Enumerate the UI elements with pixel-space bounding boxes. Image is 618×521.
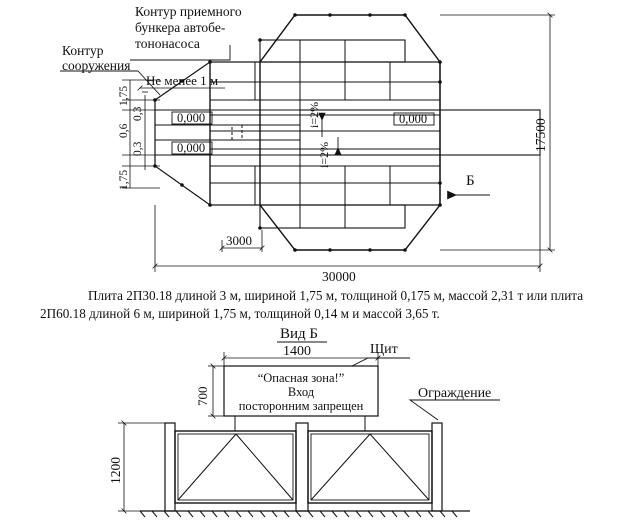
- view-arrow-label: Б: [466, 173, 475, 189]
- plan-view: [60, 12, 555, 272]
- bunker-leader: [130, 45, 231, 61]
- warning-sign: [223, 365, 379, 417]
- caption-line-1: Плита 2П30.18 длиной 3 м, шириной 1,75 м…: [88, 288, 584, 303]
- bunker-label-line1: Контур приемного: [135, 4, 242, 19]
- structure-label-line1: Контур: [62, 43, 104, 58]
- sign-text-line2: Вход: [288, 385, 315, 399]
- fence-label: Ограждение: [418, 386, 491, 401]
- caption: Плита 2П30.18 длиной 3 м, шириной 1,75 м…: [40, 287, 600, 323]
- level-box-1: [171, 111, 213, 125]
- dim-fence-height: 1200: [108, 457, 123, 484]
- bunker-pit: [231, 124, 243, 141]
- shield-label: Щит: [370, 342, 398, 357]
- bunker-label-line2: бункера автобе-: [135, 20, 226, 35]
- sign-text-line1: “Опасная зона!”: [258, 371, 345, 385]
- dim-width-part: 3000: [226, 233, 252, 248]
- level-mark-3: 0,000: [399, 112, 427, 126]
- dim-left-3: 0,6: [118, 123, 130, 138]
- structure-label-line2: сооружения: [62, 58, 130, 73]
- dim-sign-height: 700: [195, 387, 210, 407]
- level-box-3: [393, 112, 435, 126]
- sign-text-line3: посторонним запрещен: [239, 399, 364, 413]
- dim-width-total: 30000: [322, 269, 356, 284]
- slab-block: [209, 61, 441, 206]
- bunker-label-line3: тононасоса: [135, 36, 200, 51]
- dim-sign-width: 1400: [283, 344, 311, 359]
- level-mark-1: 0,000: [177, 111, 205, 125]
- dim-left-1: 1,75: [118, 86, 130, 106]
- slab-block-bottom: [259, 204, 406, 229]
- level-mark-2: 0,000: [177, 141, 205, 155]
- slab-block-top: [259, 39, 406, 63]
- structure-contour: [259, 14, 441, 251]
- plan-labels: Контур приемного бункера автобе- тононас…: [62, 4, 548, 284]
- fence-panel-left: [174, 430, 297, 504]
- view-b: Вид Б: [108, 326, 500, 518]
- level-box-2: [171, 141, 213, 155]
- fence-panel-right: [307, 430, 433, 504]
- dim-left-2: 0,3: [132, 106, 144, 121]
- slope-label-1: i=2%: [317, 142, 331, 168]
- min-distance-label: Не менее 1 м: [146, 73, 218, 88]
- dim-left-5: 1,75: [118, 170, 130, 190]
- dim-left-4: 0,3: [132, 141, 144, 156]
- slope-label-2: i=2%: [307, 102, 321, 128]
- caption-line-2: 2П60.18 длиной 6 м, шириной 1,75 м, толщ…: [40, 306, 440, 321]
- dim-height-total: 17500: [533, 118, 548, 152]
- view-b-title: Вид Б: [280, 326, 318, 342]
- ramp-strip-right: [299, 109, 541, 156]
